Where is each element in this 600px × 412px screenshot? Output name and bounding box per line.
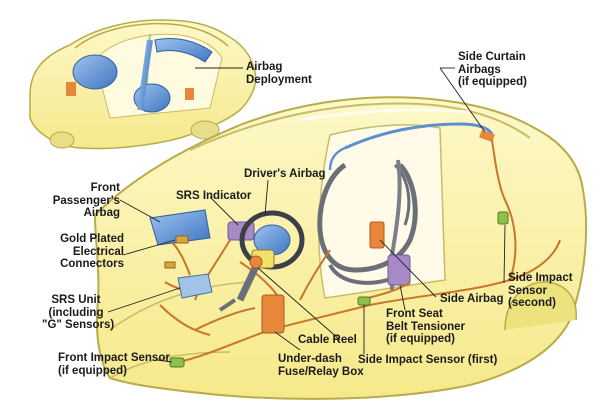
side-curtain-inflator (479, 129, 495, 143)
passenger-airbag-module (149, 209, 211, 246)
label-front-passenger-airbag: Front Passenger's Airbag (52, 182, 120, 219)
large-car-window (318, 124, 446, 299)
label-under-dash-fuse-box: Under-dash Fuse/Relay Box (278, 353, 364, 378)
label-srs-unit: SRS Unit (including "G" Sensors) (42, 294, 115, 331)
label-drivers-airbag: Driver's Airbag (244, 168, 326, 180)
fuse-box (261, 294, 285, 334)
small-car (29, 19, 257, 150)
side-curtain-tube (344, 122, 494, 150)
small-car-curtain-airbag (154, 38, 213, 63)
label-side-impact-sensor-second: Side Impact Sensor (second) (508, 272, 573, 309)
label-srs-indicator: SRS Indicator (176, 190, 252, 202)
label-side-curtain-airbags: Side Curtain Airbags (if equipped) (458, 51, 527, 88)
front-impact-sensor-marker (169, 357, 185, 368)
label-gold-plated-connectors: Gold Plated Electrical Connectors (60, 233, 124, 270)
srs-unit-module (177, 273, 213, 299)
label-front-impact-sensor: Front Impact Sensor (if equipped) (58, 352, 170, 377)
side-impact-sensor-second-marker (497, 211, 509, 225)
large-car-roof (189, 102, 531, 151)
label-side-impact-sensor-first: Side Impact Sensor (first) (358, 354, 498, 366)
side-airbag-module (369, 221, 385, 249)
small-car-front-airbag (72, 54, 118, 90)
cable-reel (249, 255, 263, 269)
large-car (93, 96, 588, 400)
small-car-roof (74, 22, 229, 49)
steering-wheel (218, 210, 305, 312)
side-impact-sensor-first-marker (357, 296, 371, 306)
label-front-seat-belt-tensioner: Front Seat Belt Tensioner (if equipped) (386, 308, 466, 345)
gold-connector (175, 235, 189, 244)
label-cable-reel: Cable Reel (298, 334, 357, 346)
label-airbag-deployment: Airbag Deployment (246, 61, 312, 86)
label-side-airbag: Side Airbag (440, 293, 504, 305)
small-car-component (66, 82, 76, 96)
leader-lines (107, 67, 506, 363)
